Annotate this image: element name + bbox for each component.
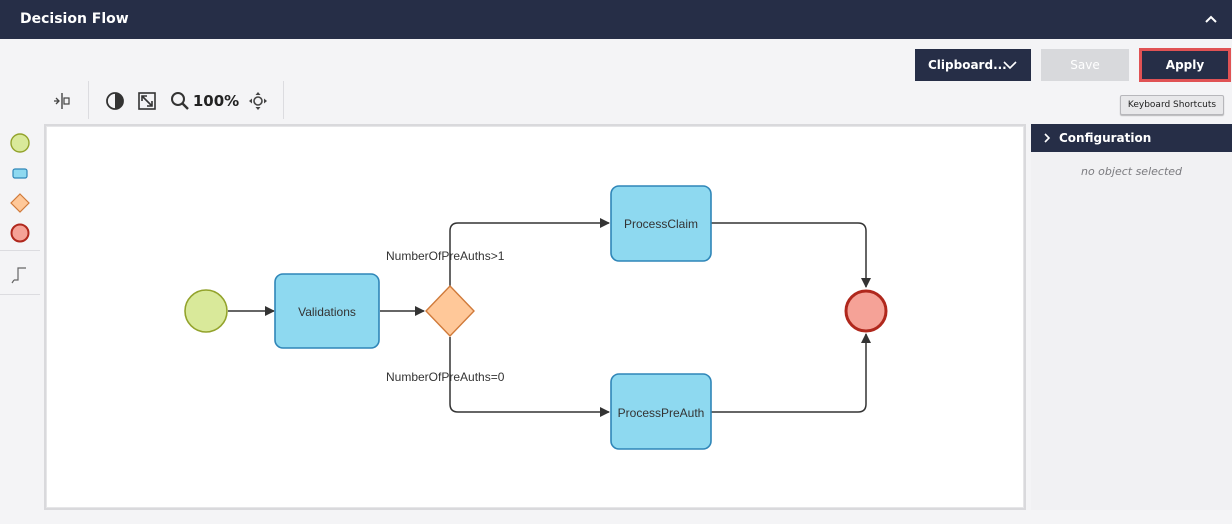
diagram-canvas[interactable]: NumberOfPreAuths>1 NumberOfPreAuths=0 Va… xyxy=(44,124,1026,510)
upper-condition-label: NumberOfPreAuths>1 xyxy=(386,249,505,263)
processclaim-label: ProcessClaim xyxy=(624,217,698,231)
apply-label: Apply xyxy=(1165,58,1205,72)
chevron-down-icon xyxy=(1003,61,1017,70)
pan-icon[interactable] xyxy=(246,81,270,121)
chevron-right-icon xyxy=(1044,133,1051,143)
empty-selection-message: no object selected xyxy=(1080,165,1183,178)
edge-processpreauth-to-end[interactable] xyxy=(711,333,871,413)
clipboard-dropdown[interactable]: Clipboard... xyxy=(915,49,1031,81)
validations-label: Validations xyxy=(298,305,356,319)
task-validations[interactable] xyxy=(274,273,380,349)
page-title: Decision Flow xyxy=(20,11,129,27)
distribute-icon[interactable] xyxy=(50,81,74,121)
palette-divider xyxy=(0,250,40,251)
configuration-title: Configuration xyxy=(1059,131,1152,145)
apply-button[interactable]: Apply xyxy=(1139,48,1231,82)
configuration-header[interactable]: Configuration xyxy=(1031,124,1232,152)
lower-condition-label: NumberOfPreAuths=0 xyxy=(386,370,505,384)
save-button[interactable]: Save xyxy=(1041,49,1129,81)
toolbar-divider xyxy=(88,81,89,119)
end-event[interactable] xyxy=(844,289,888,333)
task-processclaim[interactable] xyxy=(610,185,712,262)
fit-screen-icon[interactable] xyxy=(135,81,159,121)
gateway[interactable] xyxy=(425,284,475,338)
zoom-level: 100% xyxy=(192,81,240,121)
connector-tool[interactable] xyxy=(8,262,32,286)
keyboard-shortcuts-button[interactable]: Keyboard Shortcuts xyxy=(1120,95,1224,115)
edge-processclaim-to-end[interactable] xyxy=(711,222,871,288)
contrast-icon[interactable] xyxy=(103,81,127,121)
start-event-tool[interactable] xyxy=(8,131,32,155)
shape-palette xyxy=(0,124,40,504)
edge-gateway-to-processpreauth[interactable] xyxy=(449,337,610,417)
chevron-up-icon[interactable] xyxy=(1204,12,1218,26)
header-bar: Decision Flow xyxy=(0,0,1232,39)
connector-icon xyxy=(11,267,26,284)
task-tool[interactable] xyxy=(8,161,32,185)
start-event-icon xyxy=(10,133,30,153)
processpreauth-label: ProcessPreAuth xyxy=(618,406,705,420)
start-event[interactable] xyxy=(184,289,228,333)
keyboard-shortcuts-label: Keyboard Shortcuts xyxy=(1127,100,1217,110)
gateway-icon xyxy=(10,193,30,213)
end-event-tool[interactable] xyxy=(8,221,32,245)
clipboard-label: Clipboard... xyxy=(928,58,1007,72)
zoom-icon[interactable] xyxy=(168,81,192,121)
end-event-icon xyxy=(10,223,30,243)
toolbar-divider xyxy=(283,81,284,119)
task-icon xyxy=(12,168,28,179)
configuration-panel: no object selected xyxy=(1031,152,1232,510)
zoom-level-text: 100% xyxy=(192,92,240,110)
gateway-tool[interactable] xyxy=(8,191,32,215)
save-label: Save xyxy=(1070,58,1100,72)
edge-gateway-to-processclaim[interactable] xyxy=(449,218,610,286)
flow-diagram: NumberOfPreAuths>1 NumberOfPreAuths=0 Va… xyxy=(184,185,888,450)
task-processpreauth[interactable] xyxy=(610,373,712,450)
palette-divider xyxy=(0,294,40,295)
